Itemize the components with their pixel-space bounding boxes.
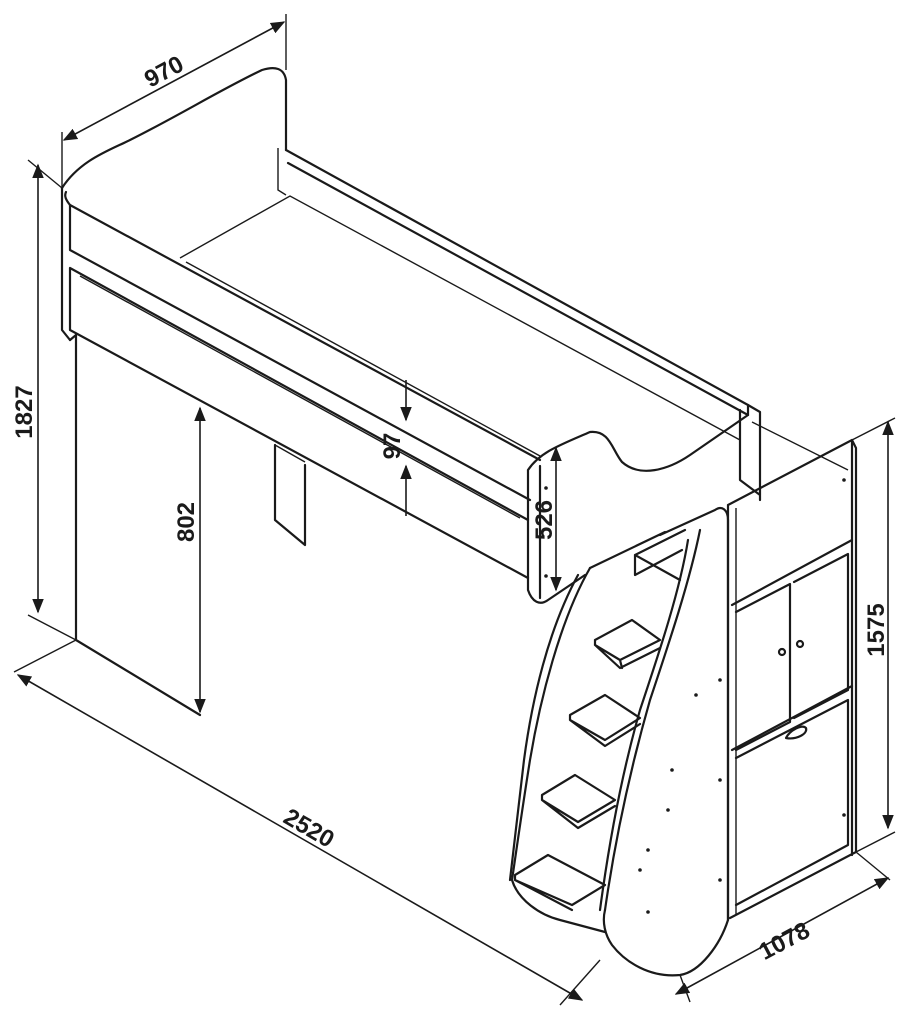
dim-line-2520 (16, 674, 584, 1001)
dimension-labels: 970 1827 802 97 526 1575 2520 1078 (11, 51, 890, 966)
back-rail (284, 148, 750, 417)
dim-line-1078 (674, 877, 890, 995)
stair-step-4 (540, 773, 617, 830)
label-970: 970 (140, 51, 188, 94)
upper-door-right (792, 552, 850, 720)
label-2520: 2520 (279, 803, 339, 853)
label-802: 802 (173, 502, 200, 542)
front-guard-rail (68, 203, 542, 502)
label-97: 97 (379, 433, 406, 460)
back-leg-post (273, 443, 307, 547)
headboard (60, 67, 288, 190)
label-1575: 1575 (863, 603, 890, 656)
upper-door-left (734, 582, 792, 752)
cabinet-body (726, 438, 858, 922)
stair-step-2 (593, 618, 662, 670)
front-lower-rail (68, 266, 530, 580)
stair-cabinet-unit (508, 438, 858, 977)
label-526: 526 (531, 500, 558, 540)
stair-step-1 (633, 528, 687, 582)
bed-frame (60, 67, 849, 717)
stair-step-3 (568, 693, 642, 748)
dimension-lines (13, 14, 896, 1006)
label-1078: 1078 (755, 917, 815, 966)
lower-drawer (734, 698, 850, 907)
label-1827: 1827 (11, 385, 38, 438)
stair-stringer (602, 506, 730, 977)
dim-line-970 (62, 21, 286, 141)
stair-step-5 (513, 853, 607, 912)
